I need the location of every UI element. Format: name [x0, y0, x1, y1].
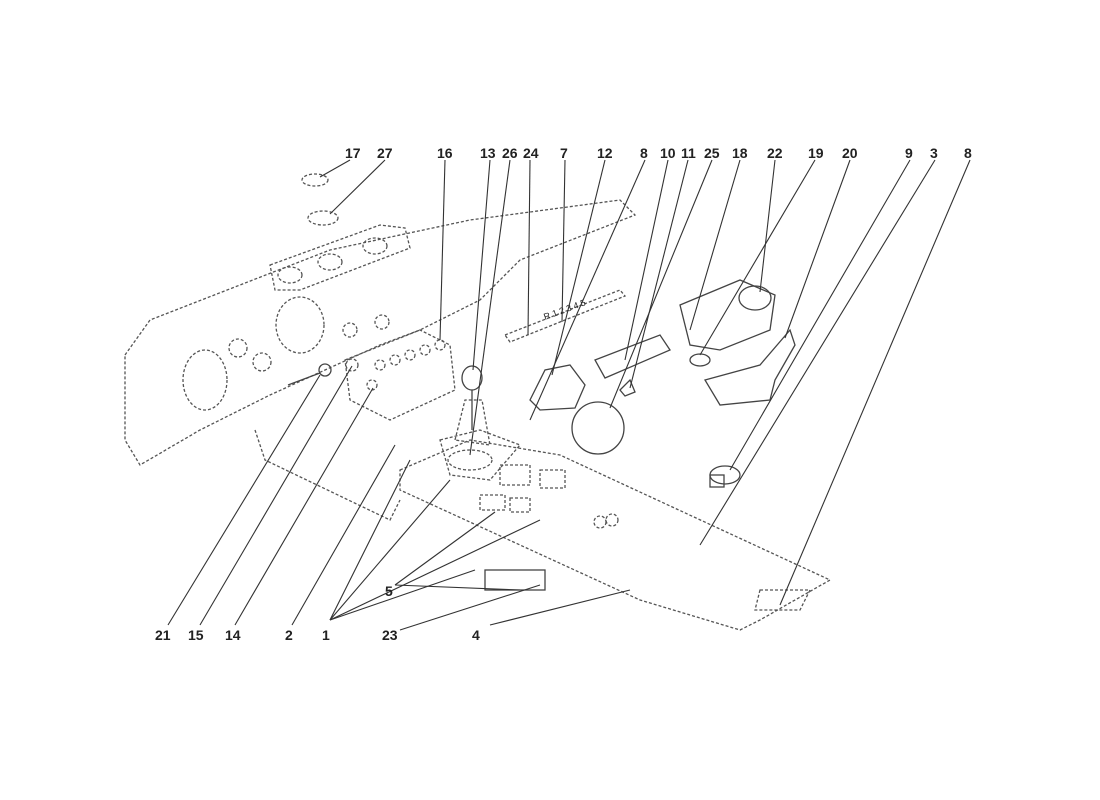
callout-9: 9: [905, 145, 913, 161]
dashboard-panel: [124, 199, 637, 521]
instrument-bezel-ring-27: [307, 210, 339, 226]
callouts-mid: 5: [385, 583, 393, 599]
callout-17: 17: [345, 145, 361, 161]
callout-8-right: 8: [964, 145, 972, 161]
gear-pattern-text: R 1 2 3 4 5: [542, 297, 587, 321]
callout-3: 3: [930, 145, 938, 161]
callout-22: 22: [767, 145, 783, 161]
callout-11: 11: [681, 145, 696, 161]
callout-20: 20: [842, 145, 858, 161]
small-clip-11: [619, 378, 636, 397]
callout-21: 21: [155, 627, 171, 643]
callout-12: 12: [597, 145, 613, 161]
gear-lever-boot-13: [447, 365, 493, 471]
callout-7: 7: [560, 145, 568, 161]
callout-16: 16: [437, 145, 453, 161]
handbrake-boot-19-20: [704, 328, 796, 406]
steering-column-cover-18-22: [679, 279, 776, 367]
callout-4: 4: [472, 627, 480, 643]
instrument-bezel-ring-17: [301, 173, 329, 187]
callout-19: 19: [808, 145, 824, 161]
callout-8-top: 8: [640, 145, 648, 161]
push-button-9: [709, 465, 741, 488]
gear-pattern-plate-24: R 1 2 3 4 5: [503, 289, 627, 343]
switch-row-16: [374, 339, 446, 371]
callout-24: 24: [523, 145, 539, 161]
callout-25: 25: [704, 145, 720, 161]
shift-knob-ball-25: [571, 401, 625, 455]
knob-21-15-14: [287, 358, 378, 391]
callout-13: 13: [480, 145, 496, 161]
console-bracket-12: [529, 364, 586, 411]
callout-14: 14: [225, 627, 241, 643]
callout-26: 26: [502, 145, 518, 161]
callouts-bottom: 21 15 14 2 1 23 4: [155, 627, 480, 643]
callout-5: 5: [385, 583, 393, 599]
callout-15: 15: [188, 627, 204, 643]
callout-10: 10: [660, 145, 676, 161]
leader-lines: [167, 159, 971, 631]
console-pad-23: [484, 569, 546, 591]
callout-2: 2: [285, 627, 293, 643]
center-console: [399, 429, 832, 631]
callout-18: 18: [732, 145, 748, 161]
rectangular-panel-10: [594, 334, 671, 379]
callout-23: 23: [382, 627, 398, 643]
callout-1: 1: [322, 627, 330, 643]
callout-27: 27: [377, 145, 393, 161]
callouts-top: 17 27 16 13 26 24 7 12 8 10 11 25 18 22 …: [345, 145, 972, 161]
